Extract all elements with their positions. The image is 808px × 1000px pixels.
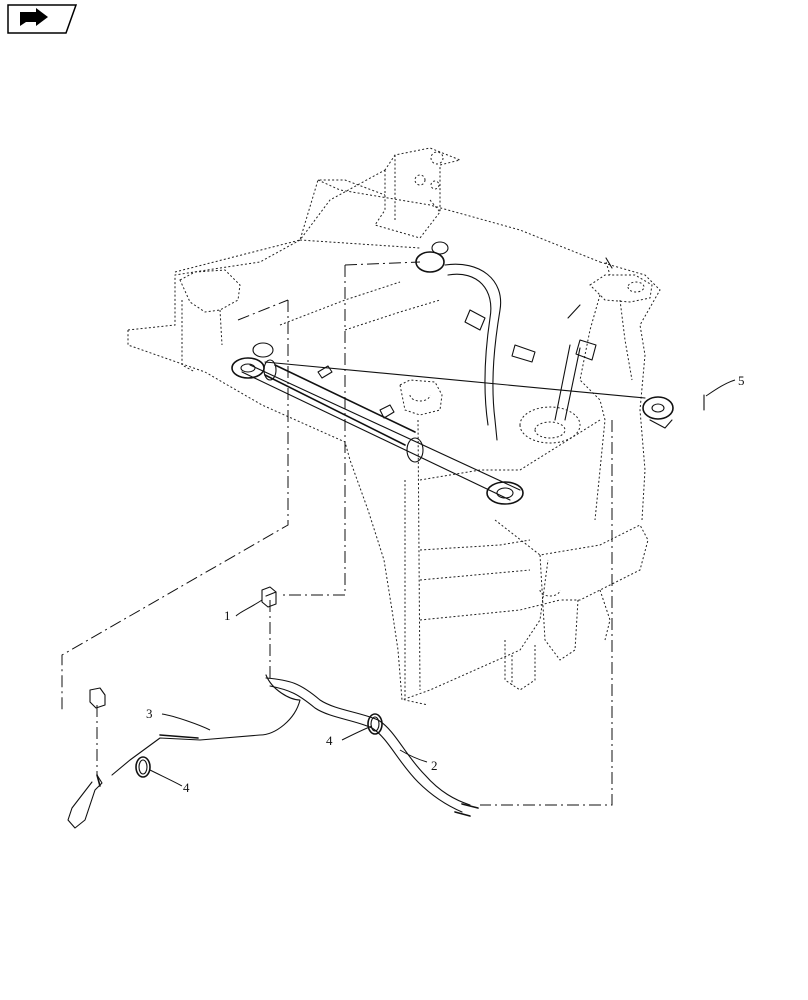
navigation-badge[interactable] [6, 4, 78, 34]
chassis-frame-outline [127, 147, 661, 706]
upper-hose-bundle [444, 257, 613, 441]
leader-lines [149, 379, 736, 787]
routing-lines [61, 261, 613, 806]
callout-4-lower: 4 [183, 780, 190, 795]
callout-5: 5 [738, 373, 745, 388]
arrow-right-icon [20, 8, 48, 26]
callout-4-upper: 4 [326, 733, 333, 748]
callout-1: 1 [224, 608, 231, 623]
callout-3: 3 [146, 706, 153, 721]
part-4-clamps [135, 713, 383, 778]
part-3-hose [67, 674, 301, 829]
part-1-fitting [261, 586, 277, 608]
steering-cylinder-assembly [231, 241, 674, 505]
callout-2: 2 [431, 758, 438, 773]
part-2-hose [265, 677, 479, 817]
